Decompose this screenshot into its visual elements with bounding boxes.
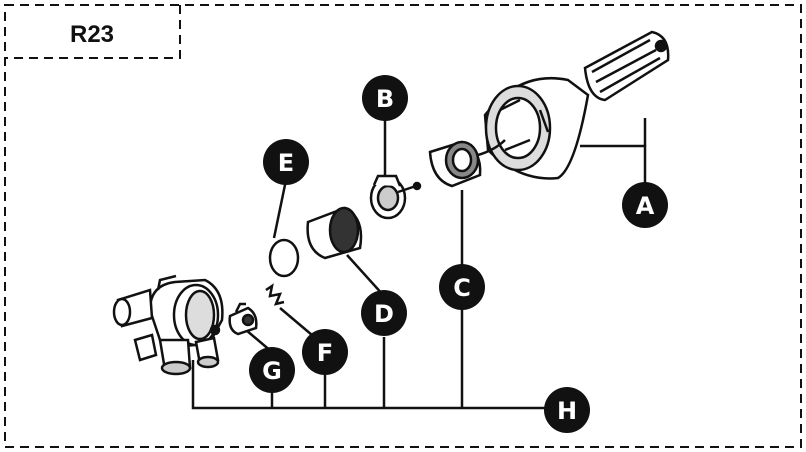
callout-c-label: C [453, 274, 471, 302]
callout-f-label: F [317, 339, 333, 367]
callout-c: C [439, 264, 485, 310]
callout-b-label: B [376, 85, 394, 113]
callout-e: E [263, 139, 309, 185]
part-c-adapter [428, 139, 506, 188]
callout-g: G [249, 347, 295, 393]
callout-b: B [362, 75, 408, 121]
callout-d: D [361, 290, 407, 336]
callout-h-label: H [557, 397, 577, 425]
part-a-knob [483, 30, 670, 180]
dashed-frame [4, 4, 802, 448]
reference-code: R23 [70, 21, 114, 48]
callout-e-label: E [278, 149, 294, 177]
callout-a-label: A [636, 192, 655, 220]
part-f-clip [265, 283, 285, 306]
callout-g-label: G [262, 357, 282, 385]
callout-a: A [622, 182, 668, 228]
callout-f: F [302, 329, 348, 375]
part-h-valve-body [112, 274, 224, 376]
part-g-insert [228, 302, 258, 336]
callout-d-label: D [374, 300, 394, 328]
part-d-sleeve [306, 206, 363, 260]
part-e-o-ring [268, 238, 300, 278]
callout-h: H [544, 387, 590, 433]
part-b-cartridge [369, 174, 422, 220]
